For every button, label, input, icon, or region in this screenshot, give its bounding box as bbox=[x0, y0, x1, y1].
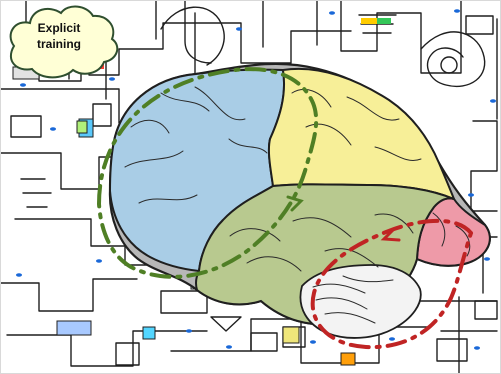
map-box-right-lower bbox=[475, 301, 497, 319]
blue-marker bbox=[96, 259, 102, 262]
map-orange-marker bbox=[341, 353, 355, 365]
blue-marker bbox=[474, 346, 480, 349]
blue-marker bbox=[186, 329, 192, 332]
map-curve-top-right bbox=[421, 32, 485, 86]
map-triangle-bottom bbox=[211, 317, 241, 331]
map-pipe-bottom-left bbox=[7, 331, 207, 366]
blue-marker bbox=[484, 257, 490, 260]
map-yellow-block bbox=[361, 18, 377, 24]
blue-marker bbox=[236, 27, 242, 30]
blue-marker bbox=[389, 337, 395, 340]
map-green-block bbox=[377, 18, 391, 24]
blue-marker bbox=[468, 193, 474, 196]
map-circle-top-right bbox=[441, 57, 457, 73]
map-blue-basin bbox=[57, 321, 91, 335]
blue-marker bbox=[490, 99, 496, 102]
blue-marker bbox=[20, 83, 26, 86]
map-arch-top-center bbox=[161, 7, 224, 65]
map-cyan-marker bbox=[143, 327, 155, 339]
blue-marker bbox=[454, 9, 460, 12]
callout-title-line-2: training bbox=[37, 37, 81, 51]
map-pipe-left-bottom bbox=[1, 279, 137, 311]
callout-title-line-1: Explicit bbox=[38, 21, 81, 35]
map-box-lower-center bbox=[161, 291, 207, 313]
blue-marker bbox=[310, 340, 316, 343]
blue-marker bbox=[226, 345, 232, 348]
map-curve-top-center bbox=[185, 1, 211, 63]
map-box-bottom-right bbox=[437, 339, 467, 361]
blue-marker bbox=[329, 11, 335, 14]
parietal-lobe bbox=[269, 69, 454, 199]
blue-marker bbox=[109, 77, 115, 80]
map-yellow-basin bbox=[283, 327, 299, 343]
blue-marker bbox=[16, 273, 22, 276]
map-green-tank bbox=[77, 121, 87, 133]
blue-marker bbox=[50, 127, 56, 130]
map-small-lines-left bbox=[21, 179, 51, 207]
map-box-top-right bbox=[466, 16, 493, 34]
